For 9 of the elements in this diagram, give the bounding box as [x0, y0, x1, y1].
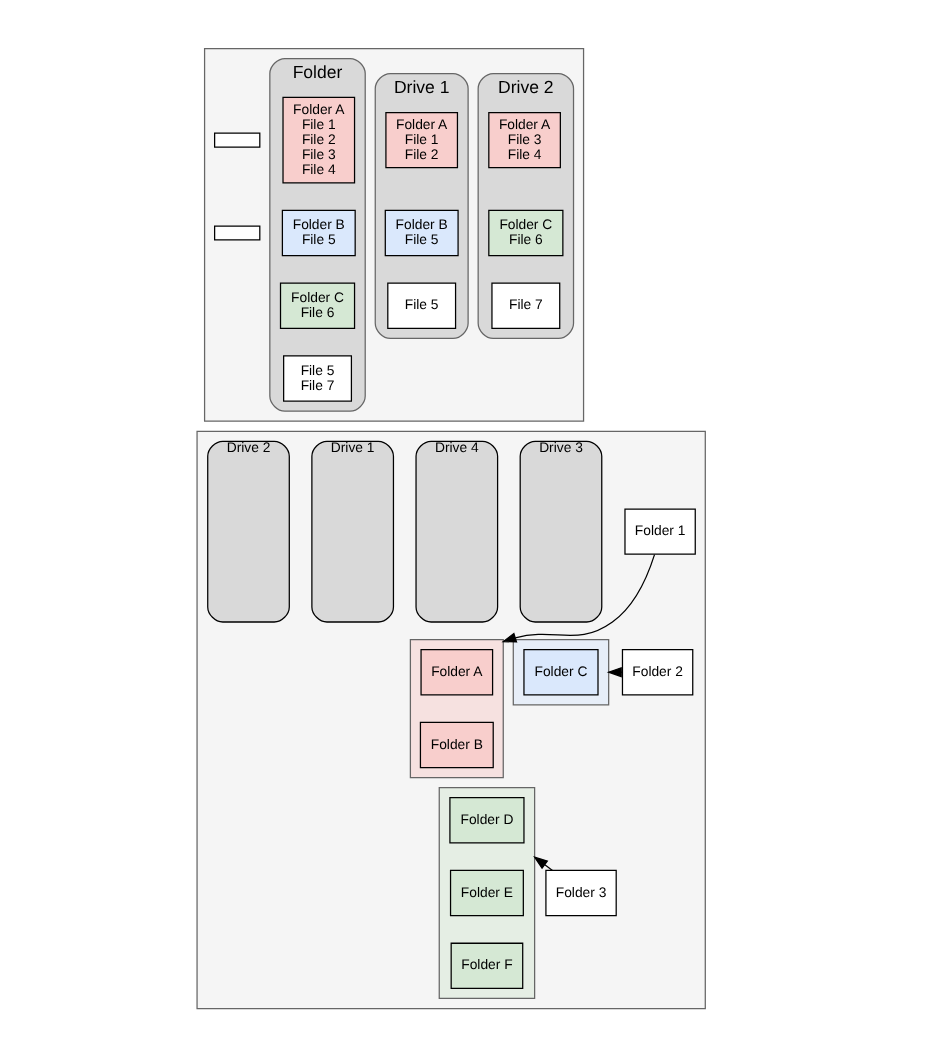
- node-box: [213, 132, 260, 148]
- cluster: [511, 638, 609, 706]
- node-box: [213, 225, 260, 241]
- cluster: [195, 430, 705, 1010]
- arrow: [532, 856, 553, 872]
- cluster: [202, 47, 584, 422]
- cluster: [408, 638, 503, 779]
- arrow: [500, 553, 655, 643]
- cluster: [437, 787, 535, 1000]
